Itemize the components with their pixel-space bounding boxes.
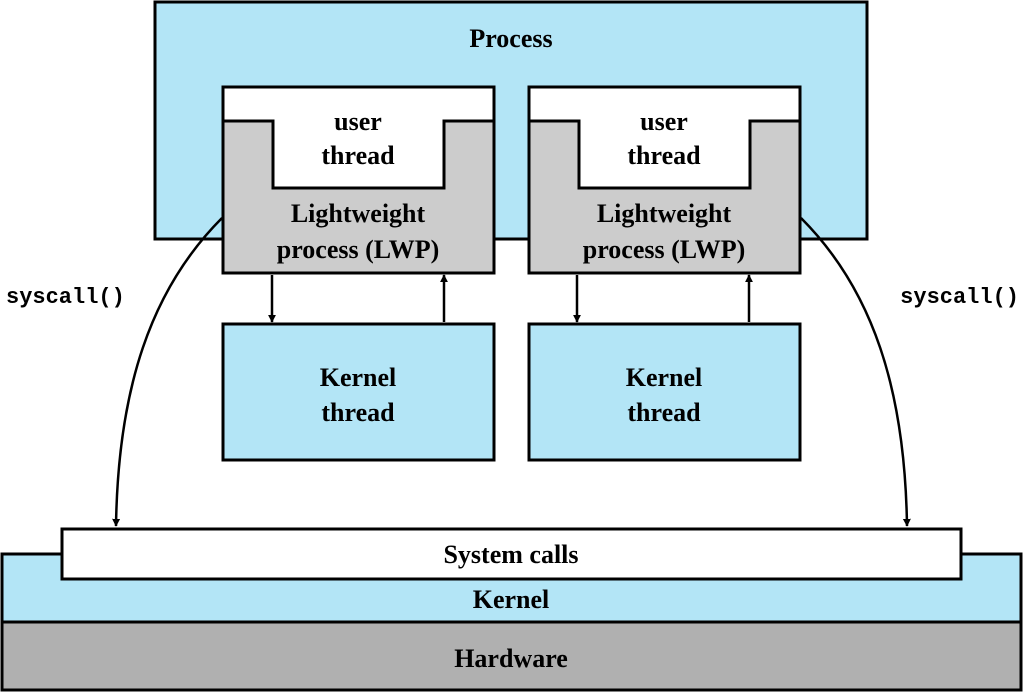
syscall-label-left: syscall() [6, 285, 125, 310]
process-label: Process [469, 24, 552, 53]
kernel-thread-label: Kernel [626, 363, 703, 392]
lwp-unit-1: user thread Lightweight process (LWP) Ke… [221, 85, 496, 462]
system-calls-bar [60, 527, 963, 581]
kernel-thread-label: Kernel [320, 363, 397, 392]
syscall-label-right: syscall() [900, 285, 1019, 310]
kernel-thread-label: thread [627, 398, 701, 427]
kernel-thread-box [527, 322, 802, 462]
kernel-label: Kernel [473, 585, 550, 614]
kernel-thread-label: thread [321, 398, 395, 427]
user-thread-label: user [640, 107, 688, 136]
kernel-thread-box [221, 322, 496, 462]
hardware-layer [0, 620, 1023, 692]
user-thread-label: thread [321, 141, 395, 170]
syscall-arrow-right [800, 217, 911, 527]
lwp-label: Lightweight [597, 199, 732, 228]
user-thread-label: thread [627, 141, 701, 170]
system-calls-label: System calls [443, 540, 578, 569]
lwp-label: process (LWP) [277, 235, 440, 264]
lwp-shape [221, 119, 496, 275]
lwp-label: Lightweight [291, 199, 426, 228]
hardware-label: Hardware [454, 644, 568, 673]
syscall-arrow-left [112, 217, 223, 527]
lwp-unit-2: user thread Lightweight process (LWP) Ke… [527, 85, 802, 462]
lwp-label: process (LWP) [583, 235, 746, 264]
lwp-shape [527, 119, 802, 275]
user-thread-label: user [334, 107, 382, 136]
